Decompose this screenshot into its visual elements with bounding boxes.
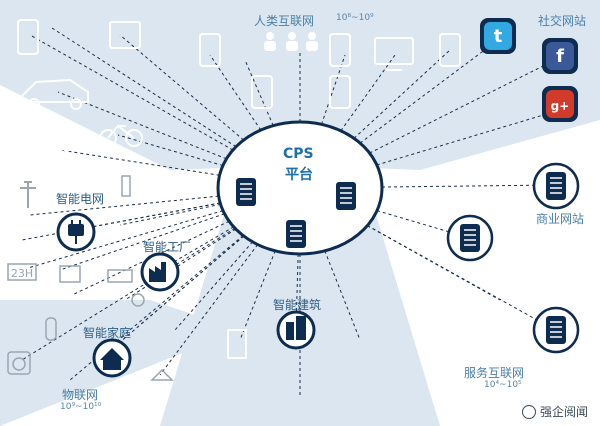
bicycle-wheel-icon (99, 129, 117, 147)
light-bulb-icon (45, 317, 57, 341)
phone-icon (439, 33, 461, 67)
dashed-link (295, 253, 299, 331)
commerce-server-icon (460, 224, 480, 252)
dashed-link (124, 228, 237, 301)
washer-drum-icon (12, 357, 26, 371)
dashed-link (57, 91, 227, 160)
watermark: 强企阅闻 (521, 403, 588, 420)
server-icon (286, 220, 306, 248)
cps-hub-circle (216, 120, 384, 256)
barcode-icon (107, 269, 133, 283)
dashed-link (119, 203, 221, 226)
label-commerce-sites: 商业网站 (536, 212, 585, 226)
dashed-link (359, 39, 499, 144)
dashed-link (381, 184, 556, 188)
first-aid-icon (109, 21, 141, 49)
watermark-text: 强企阅闻 (539, 405, 588, 419)
watermark-logo-icon (521, 404, 536, 419)
label-smart-home: 智能家庭 (83, 326, 132, 340)
label-service-internet-scale: 10⁴~10⁵ (484, 380, 522, 390)
person-icon (288, 32, 296, 40)
label-service-internet: 服务互联网 (464, 366, 525, 380)
twitter-icon (484, 22, 512, 50)
washer-icon (7, 351, 31, 375)
dashed-link (174, 241, 253, 331)
dashed-link (239, 250, 276, 341)
connection-lines (21, 27, 561, 395)
plug-icon (68, 224, 84, 236)
twitter-icon-glyph: t (494, 26, 503, 47)
car-icon (19, 78, 89, 103)
person-body-icon (286, 41, 298, 51)
car-wheel-icon (28, 98, 40, 110)
dashed-link (324, 250, 361, 341)
label-iot-scale: 10⁹~10¹⁰ (60, 402, 102, 412)
door-icon (227, 329, 247, 359)
electric-car-icon (19, 145, 75, 165)
service-server-icon (546, 316, 566, 344)
tablet-icon (199, 33, 221, 67)
commerce-server-icon (546, 172, 566, 200)
house-icon (100, 348, 124, 370)
factory-icon (149, 262, 166, 282)
cps-hub (216, 120, 384, 256)
building-icon (286, 322, 294, 340)
label-smart-building: 智能建筑 (273, 298, 322, 312)
building-icon (296, 316, 306, 340)
dashed-link (369, 59, 556, 154)
label-smart-grid: 智能电网 (56, 192, 105, 206)
cps-title: CPS (283, 146, 314, 162)
server-icon (336, 182, 356, 210)
dashed-link (159, 226, 234, 271)
person-body-icon (306, 41, 318, 51)
person-icon (266, 32, 274, 40)
solar-panel-icon (59, 265, 81, 283)
googleplus-icon-glyph: g+ (551, 99, 570, 113)
person-body-icon (264, 41, 276, 51)
tool-icon (131, 293, 145, 307)
facebook-icon (546, 42, 574, 70)
label-human-internet: 人类互联网 (254, 14, 315, 28)
phone-icon (251, 75, 273, 109)
battery-panel-icon (7, 263, 37, 281)
car-wheel-icon (70, 98, 82, 110)
label-human-internet-scale: 10⁸~10⁹ (336, 13, 374, 23)
device-icons (17, 19, 461, 165)
dashed-link (117, 134, 224, 167)
label-smart-factory: 智能工厂 (143, 240, 192, 254)
server-icon (236, 178, 256, 206)
dashed-link (74, 202, 221, 231)
person-icon (308, 32, 316, 40)
bicycle-wheel-icon (125, 129, 143, 147)
googleplus-icon (546, 90, 574, 118)
monitor-icon (374, 37, 414, 65)
wind-turbine-icon (20, 181, 36, 208)
dashed-link (59, 213, 225, 271)
dashed-link (367, 225, 501, 301)
battery-panel-text: 23H (11, 267, 33, 280)
node-icons: t f g+ 23H (7, 18, 580, 381)
phone-icon (329, 75, 351, 109)
cps-subtitle: 平台 (285, 167, 313, 183)
facebook-icon-glyph: f (556, 46, 564, 67)
phone-icon (329, 33, 351, 67)
label-social-sites: 社交网站 (538, 14, 587, 28)
dashed-link (59, 149, 220, 176)
dashed-link (51, 27, 237, 148)
dashed-link (27, 210, 224, 269)
meter-icon (121, 175, 131, 197)
phone-icon (17, 19, 39, 55)
dashed-link (29, 34, 234, 151)
dashed-link (353, 49, 451, 139)
alarm-icon (150, 368, 174, 381)
dashed-link (104, 235, 245, 356)
dashed-link (376, 109, 561, 166)
dashed-link (29, 195, 219, 216)
label-iot: 物联网 (62, 388, 99, 402)
bicycle-icon (107, 124, 135, 139)
